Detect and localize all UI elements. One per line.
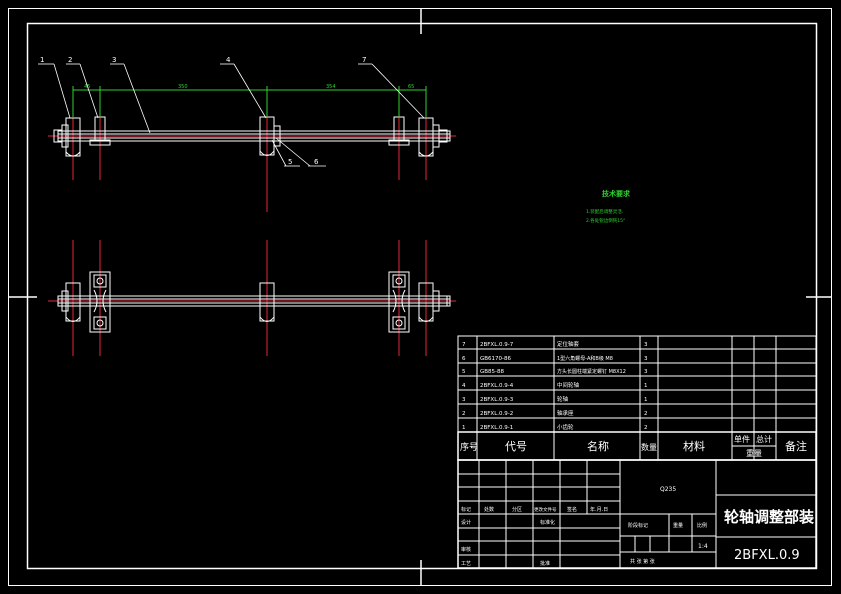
- tech-req-item-1: 1.装配后调整灵活.: [586, 208, 623, 215]
- title-block: 标记 处数 分区 更改文件号 签名 年.月.日 设计 标准化 审核 工艺 批准 …: [457, 459, 817, 569]
- tb-review: 审核: [461, 546, 471, 553]
- bom-row-2-qty: 2: [644, 411, 648, 417]
- bom-row-4-code: 2BFXL.0.9-4: [480, 383, 514, 389]
- bom-header-weight: 重量: [746, 448, 762, 458]
- front-view-assembly: [48, 100, 456, 212]
- rev-header-mark: 标记: [461, 506, 471, 513]
- rev-header-doc: 更改文件号: [534, 506, 557, 513]
- tb-design: 设计: [461, 519, 471, 526]
- leader-lines: [38, 63, 425, 167]
- bom-header-no: 序号: [460, 441, 478, 453]
- bom-row-3-no: 3: [462, 397, 466, 403]
- bom-row-3-name: 轮轴: [557, 395, 569, 403]
- bom-row-6-name: 1型六角螺母-A和B级 M8: [557, 355, 613, 362]
- bom-row-2-name: 轴承座: [557, 409, 574, 417]
- bom-table: 7 2BFXL.0.9-7 定位轴套 3 6 GB6170-86 1型六角螺母-…: [457, 335, 817, 461]
- balloon-labels: 1 2 3 4 5 6 7: [40, 56, 366, 166]
- bom-row-4-no: 4: [462, 383, 466, 389]
- bom-header-material: 材料: [683, 439, 705, 453]
- balloon-2: 2: [68, 56, 72, 64]
- bom-row-4-qty: 1: [644, 383, 648, 389]
- bom-row-7-qty: 3: [644, 342, 648, 348]
- bom-header-name: 名称: [587, 439, 609, 453]
- bom-row-2-code: 2BFXL.0.9-2: [480, 411, 513, 417]
- technical-requirements: 技术要求 1.装配后调整灵活. 2.各处锐边倒钝15°: [586, 189, 631, 224]
- bom-row-1-qty: 2: [644, 425, 648, 431]
- drawing-title: 轮轴调整部装: [724, 508, 815, 526]
- balloon-4: 4: [226, 56, 231, 64]
- bom-header-unit-weight: 单件: [734, 434, 750, 444]
- tb-process: 工艺: [461, 561, 471, 567]
- tb-approve: 批准: [540, 560, 550, 567]
- bom-row-4-name: 中间轮轴: [557, 381, 580, 389]
- bom-row-6-code: GB6170-86: [480, 356, 512, 362]
- bom-header-remark: 备注: [785, 439, 807, 453]
- centering-marks: [8, 8, 832, 586]
- drawing-code: 2BFXL.0.9: [734, 548, 800, 563]
- bom-row-7-code: 2BFXL.0.9-7: [480, 342, 514, 348]
- tech-req-heading: 技术要求: [602, 189, 631, 198]
- bom-row-5-code: GB85-88: [480, 369, 505, 375]
- dim-65: 65: [408, 84, 414, 90]
- bom-header-total-weight: 总计: [756, 434, 772, 444]
- bom-row-2-no: 2: [462, 411, 466, 417]
- bom-row-7-no: 7: [462, 342, 466, 348]
- tb-weight: 重量: [673, 522, 683, 529]
- tb-scale-value: 1:4: [698, 543, 708, 550]
- bom-header-code: 代号: [505, 440, 527, 453]
- tb-scale-label: 比例: [697, 522, 707, 529]
- bom-row-5-no: 5: [462, 369, 466, 375]
- rev-header-count: 处数: [484, 506, 494, 513]
- dimension-texts: 45 350 354 65: [84, 84, 414, 90]
- rev-header-date: 年.月.日: [590, 506, 608, 513]
- tb-sheets: 共 张 第 张: [630, 558, 655, 565]
- tech-req-item-2: 2.各处锐边倒钝15°: [586, 217, 625, 224]
- outer-frame: [8, 8, 832, 586]
- bom-row-1-name: 小齿轮: [557, 423, 574, 431]
- rev-header-sign: 签名: [567, 506, 577, 513]
- balloon-6: 6: [314, 158, 319, 166]
- bom-row-3-code: 2BFXL.0.9-3: [480, 397, 514, 403]
- balloon-7: 7: [362, 56, 366, 64]
- title-block-labels: 标记 处数 分区 更改文件号 签名 年.月.日 设计 标准化 审核 工艺 批准 …: [461, 486, 708, 567]
- bom-row-1-no: 1: [462, 425, 466, 431]
- bom-row-5-name: 方头长圆柱端紧定螺钉 M8X12: [557, 368, 626, 375]
- bom-row-5-qty: 3: [644, 369, 648, 375]
- inner-frame: [26, 22, 818, 570]
- top-view-assembly: [48, 240, 456, 356]
- bom-row-1-code: 2BFXL.0.9-1: [480, 425, 513, 431]
- tb-stage-mark: 阶段标记: [628, 522, 648, 529]
- bom-row-6-no: 6: [462, 356, 466, 362]
- dim-45: 45: [84, 84, 90, 90]
- rev-header-zone: 分区: [512, 506, 522, 513]
- balloon-3: 3: [112, 56, 116, 64]
- tb-standardize: 标准化: [540, 519, 555, 526]
- balloon-5: 5: [288, 158, 292, 166]
- bom-header-qty: 数量: [641, 442, 657, 452]
- bom-row-3-qty: 1: [644, 397, 648, 403]
- balloon-1: 1: [40, 56, 44, 64]
- bom-header: 序号 代号 名称 数量 材料 单件 总计 重量 备注: [460, 434, 807, 458]
- tb-material: Q235: [660, 486, 676, 493]
- dim-350: 350: [178, 84, 188, 90]
- bom-row-6-qty: 3: [644, 356, 648, 362]
- bom-rows: 7 2BFXL.0.9-7 定位轴套 3 6 GB6170-86 1型六角螺母-…: [462, 340, 648, 431]
- dim-354: 354: [326, 84, 336, 90]
- bom-row-7-name: 定位轴套: [557, 340, 580, 348]
